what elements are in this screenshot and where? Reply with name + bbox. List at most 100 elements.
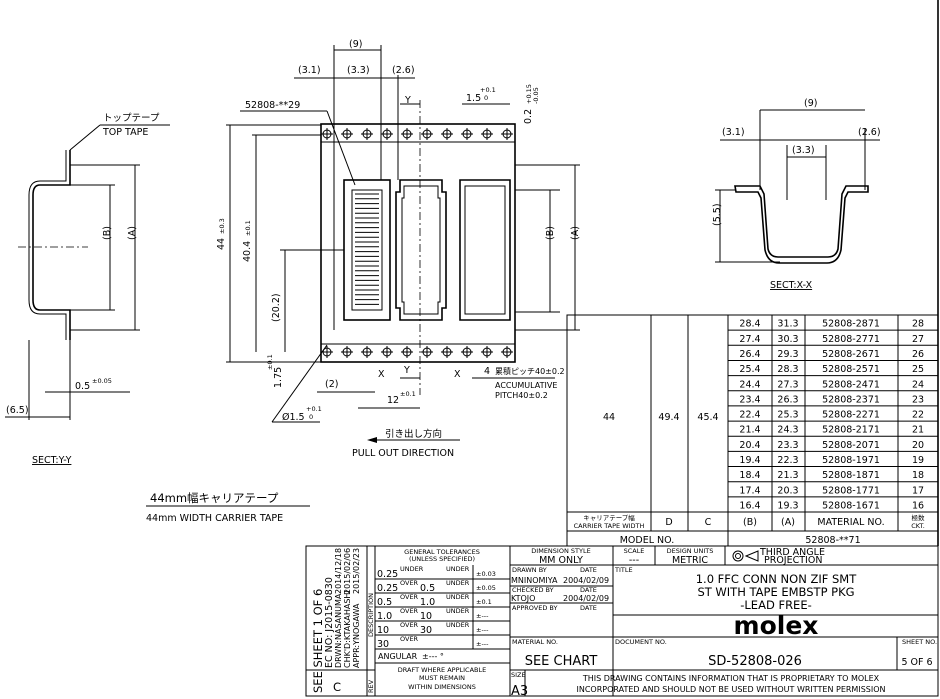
sheet-no-label: SHEET NO. xyxy=(902,638,937,646)
tolerance-value: ±--- xyxy=(476,612,489,620)
dim-1-75-tol: ±0.1 xyxy=(266,354,274,370)
section-yy-label: SECT:Y-Y xyxy=(32,455,72,466)
sprocket-hole-icon xyxy=(481,346,493,358)
dim-a: (A) xyxy=(127,226,138,240)
table-cell: 25.4 xyxy=(739,364,760,375)
dim-9: (9) xyxy=(804,98,817,109)
table-cell: 20 xyxy=(912,440,924,451)
table-cell: 28.4 xyxy=(739,319,760,330)
table-cell: 52808-2471 xyxy=(822,379,880,390)
table-cell: 28.3 xyxy=(777,364,798,375)
design-units: METRIC xyxy=(672,555,708,566)
sprocket-hole-icon xyxy=(321,128,333,140)
dim-40-4-tol: ±0.1 xyxy=(244,220,252,236)
header-c: C xyxy=(705,517,712,528)
rev-date-3: 2015/02/23 xyxy=(352,548,361,594)
sprocket-hole-icon xyxy=(381,346,393,358)
pocket-profile xyxy=(734,185,869,264)
tape-outline xyxy=(320,123,516,363)
dim-1-75: 1.75 xyxy=(273,367,284,388)
pocket-with-connector xyxy=(343,179,391,321)
title-line-2: ST WITH TAPE EMBSTP PKG xyxy=(697,585,854,599)
dim-thickness: 0.5 xyxy=(75,381,90,392)
tolerance-to: 0.5 xyxy=(420,583,435,594)
tolerance-to: 30 xyxy=(420,625,432,636)
section-mark-y: Y xyxy=(403,365,410,376)
tolerance-keyword: UNDER xyxy=(446,565,470,573)
drawn-by-label: DRAWN BY xyxy=(512,566,547,574)
approved-by-label: APPROVED BY xyxy=(512,604,558,612)
carrier-caption-jp: 44mm幅キャリアテープ xyxy=(150,491,279,505)
table-cell: 23.4 xyxy=(739,394,760,405)
drawn-date: 2004/02/09 xyxy=(563,576,609,585)
dim-hole-pitch: 1.5 xyxy=(466,93,481,104)
empty-pocket xyxy=(459,179,511,321)
table-cell: 52808-2671 xyxy=(822,349,880,360)
size: A3 xyxy=(511,684,528,699)
table-cell: 25 xyxy=(912,364,924,375)
table-cell: 26.4 xyxy=(739,349,760,360)
model-no-label: MODEL NO. xyxy=(620,535,675,546)
tolerance-keyword: OVER xyxy=(400,621,419,629)
table-cell: 52808-1771 xyxy=(822,485,880,496)
tolerance-value: ±0.05 xyxy=(476,584,496,592)
tolerance-keyword: UNDER xyxy=(446,593,470,601)
sprocket-hole-icon xyxy=(501,128,513,140)
carrier-caption: 44mm WIDTH CARRIER TAPE xyxy=(146,513,283,524)
empty-pocket xyxy=(395,179,447,321)
drawn-by: MNINOMIYA xyxy=(511,576,558,585)
table-cell: 19 xyxy=(912,455,924,466)
acc-pitch-label: ACCUMULATIVE xyxy=(495,381,557,390)
title-block: SEE SHEET 1 OF 6 EC NO: J2015-0830 DRWN:… xyxy=(305,545,939,699)
tolerance-value: ±--- xyxy=(476,626,489,634)
dim-tape-thk-tol-plus: +0.15 xyxy=(525,84,533,104)
table-cell: 25.3 xyxy=(777,410,798,421)
dimension-style: MM ONLY xyxy=(539,555,583,566)
title-line-3: -LEAD FREE- xyxy=(740,598,812,612)
rev-checked: CHK'D:KTAKAHASHI xyxy=(343,590,352,668)
section-mark-y: Y xyxy=(404,95,411,106)
sprocket-hole-icon xyxy=(421,346,433,358)
ec-no: EC NO: J2015-0830 xyxy=(324,577,335,668)
table-cell: 22.4 xyxy=(739,410,760,421)
see-sheet: SEE SHEET 1 OF 6 xyxy=(311,589,325,693)
tolerance-from: 0.25 xyxy=(377,583,398,594)
table-cell: 24.3 xyxy=(777,425,798,436)
header-b: (B) xyxy=(743,517,757,528)
model-no-value: 52808-**71 xyxy=(805,535,860,546)
tolerance-keyword: UNDER xyxy=(446,621,470,629)
table-cell: 23.3 xyxy=(777,440,798,451)
section-mark-x: X xyxy=(454,369,461,380)
carrier-tape-plan-view: (9) (3.1) (3.3) (2.6) 52808-**29 Y 1.5 +… xyxy=(216,39,581,459)
section-xx-label: SECT:X-X xyxy=(770,280,813,291)
dim-hole-dia-tol-minus: 0 xyxy=(309,413,313,421)
proprietary-notice-2: INCORPORATED AND SHOULD NOT BE USED WITH… xyxy=(577,685,886,694)
pull-direction-jp: 引き出し方向 xyxy=(385,428,442,440)
acc-pitch-jp: 累積ピッチ40±0.2 xyxy=(495,366,565,376)
header-d: D xyxy=(665,517,672,528)
table-cell: 30.3 xyxy=(777,334,798,345)
third-angle-projection-icon xyxy=(732,550,759,562)
dim-a: (A) xyxy=(570,226,581,240)
tolerances-subtitle: (UNLESS SPECIFIED) xyxy=(409,555,475,563)
tolerance-value: ±--- xyxy=(476,640,489,648)
sheet-no: 5 OF 6 xyxy=(901,657,932,668)
sprocket-hole-icon xyxy=(441,346,453,358)
tolerance-keyword: OVER xyxy=(400,635,419,643)
tolerance-value: ±0.1 xyxy=(476,598,492,606)
tolerance-from: 30 xyxy=(377,639,389,650)
header-material-no: MATERIAL NO. xyxy=(817,517,884,528)
title-line-1: 1.0 FFC CONN NON ZIF SMT xyxy=(696,572,857,586)
table-cell: 17.4 xyxy=(739,485,760,496)
sprocket-hole-icon xyxy=(381,128,393,140)
sprocket-hole-icon xyxy=(461,128,473,140)
table-cell: 19.4 xyxy=(739,455,760,466)
table-cell: 52808-2271 xyxy=(822,410,880,421)
title-label: TITLE xyxy=(614,566,633,574)
dim-3-1: (3.1) xyxy=(722,127,745,138)
rev-label: REV xyxy=(367,679,375,693)
table-cell: 16.4 xyxy=(739,501,760,512)
checked-by-label: CHECKED BY xyxy=(512,586,554,594)
